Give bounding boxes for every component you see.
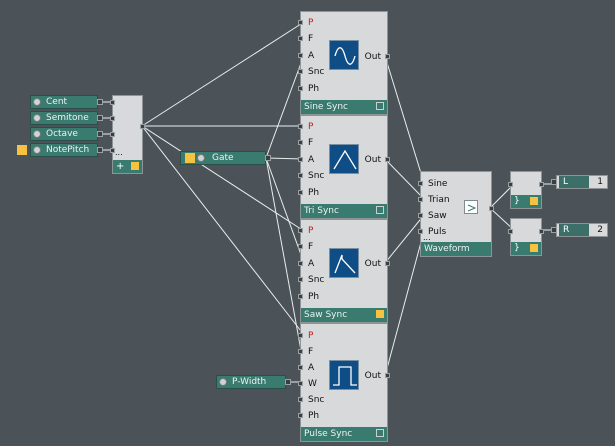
adder-input-2[interactable] [110, 112, 144, 126]
channel-label: R [559, 224, 589, 236]
port-out[interactable]: Out [357, 50, 390, 64]
module-footer: } [511, 242, 541, 255]
gate-knob[interactable]: Gate [180, 151, 271, 165]
adder-input-1[interactable] [110, 96, 144, 110]
sine-wave-icon [329, 40, 359, 70]
pwidth-label: P-Width [232, 377, 267, 387]
sine-sync-module[interactable]: P F A Snc Ph Out Sine Sync [298, 11, 390, 115]
bracket-icon: } [514, 196, 520, 206]
output-jack[interactable] [97, 131, 103, 137]
input-jack[interactable] [551, 179, 557, 185]
enable-toggle[interactable] [530, 244, 538, 252]
cent-label: Cent [46, 97, 68, 107]
enable-toggle[interactable] [376, 429, 384, 437]
semitone-label: Semitone [46, 113, 89, 123]
audio-out-right[interactable]: R 2 [551, 223, 608, 237]
port-out[interactable]: Out [357, 369, 390, 383]
tri-sync-module[interactable]: P F A Snc Ph Out Tri Sync [298, 115, 390, 219]
port-out[interactable]: Out [357, 257, 390, 271]
right-output-module[interactable]: } [508, 218, 544, 256]
port-out[interactable] [531, 178, 544, 192]
left-output-module[interactable]: } [508, 171, 544, 209]
enable-toggle[interactable] [376, 102, 384, 110]
selector-ellipsis: ... [423, 233, 431, 242]
semitone-knob[interactable]: Semitone [30, 111, 103, 125]
port-out[interactable]: Out [357, 153, 390, 167]
channel-number: 2 [597, 225, 603, 235]
module-title: Sine Sync [301, 100, 387, 114]
plus-icon: + [116, 161, 125, 172]
sawtooth-wave-icon [329, 248, 359, 278]
octave-knob[interactable]: Octave [30, 127, 103, 141]
enable-toggle[interactable] [530, 197, 538, 205]
saw-sync-module[interactable]: P F A Snc Ph Out Saw Sync [298, 219, 390, 323]
knob-led-icon [33, 98, 41, 106]
pulse-sync-module[interactable]: P F A W Snc Ph Out Pulse Sync [298, 323, 390, 442]
pwidth-knob[interactable]: P-Width [216, 375, 291, 389]
cent-knob[interactable]: Cent [30, 95, 103, 109]
indicator-square-icon [185, 153, 195, 163]
input-jack[interactable] [551, 227, 557, 233]
knob-led-icon [33, 114, 41, 122]
module-title: Pulse Sync [301, 427, 387, 441]
waveform-selector-module[interactable]: Sine Trian Saw Puls ... Waveform [418, 171, 494, 257]
selector-switch-icon[interactable] [464, 200, 478, 214]
module-footer: } [511, 195, 541, 208]
enable-toggle[interactable] [376, 206, 384, 214]
module-title: Waveform [421, 242, 491, 256]
pulse-wave-icon [329, 360, 359, 390]
port-out[interactable] [531, 225, 544, 239]
gate-label: Gate [212, 153, 234, 163]
knob-led-icon [33, 130, 41, 138]
adder-ellipsis: ... [115, 148, 123, 157]
notepitch-label: NotePitch [46, 145, 90, 155]
adder-input-4[interactable] [110, 144, 144, 158]
module-title: Tri Sync [301, 204, 387, 218]
module-title: Saw Sync [301, 308, 387, 322]
indicator-square-icon [17, 145, 27, 155]
octave-label: Octave [46, 129, 78, 139]
output-jack[interactable] [97, 115, 103, 121]
notepitch-knob[interactable]: NotePitch [17, 143, 103, 157]
triangle-wave-icon [329, 144, 359, 174]
enable-toggle[interactable] [131, 162, 139, 170]
channel-label: L [559, 176, 589, 188]
knob-led-icon [197, 154, 205, 162]
port-out[interactable] [481, 202, 494, 216]
knob-led-icon [33, 146, 41, 154]
adder-footer: + [113, 160, 142, 173]
bracket-icon: } [514, 243, 520, 253]
adder-input-3[interactable] [110, 128, 144, 142]
output-jack[interactable] [285, 379, 291, 385]
audio-out-left[interactable]: L 1 [551, 175, 608, 189]
knob-led-icon [219, 378, 227, 386]
output-jack[interactable] [97, 99, 103, 105]
channel-number: 1 [597, 177, 603, 187]
enable-toggle[interactable] [376, 310, 384, 318]
output-jack[interactable] [97, 147, 103, 153]
output-jack[interactable] [265, 155, 271, 161]
adder-output[interactable] [132, 120, 145, 134]
adder-module[interactable]: ... + [110, 95, 145, 174]
